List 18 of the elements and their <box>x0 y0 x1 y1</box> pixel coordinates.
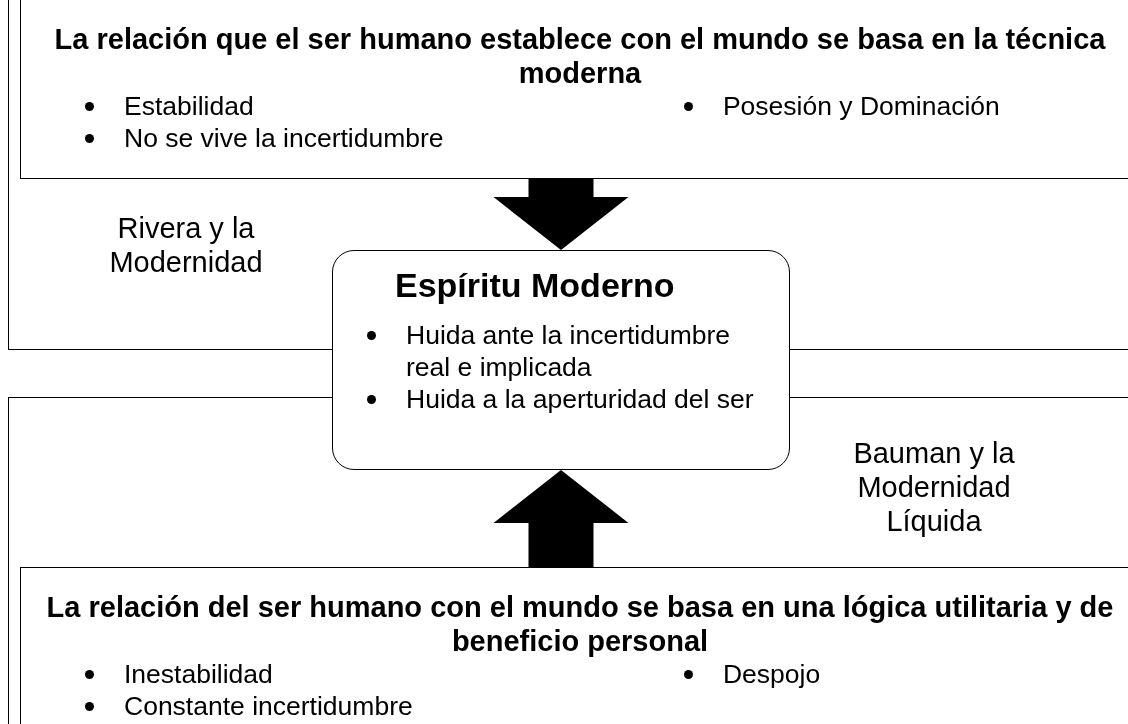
heading: Espíritu Moderno <box>395 265 676 305</box>
section-label: Bauman y la Modernidad Líquida <box>852 436 1016 538</box>
bullet-text: Estabilidad <box>124 91 254 121</box>
bullet-text: Inestabilidad <box>124 659 273 689</box>
heading: La relación del ser humano con el mundo se basa en una lógica utilitaria y de beneficio personal <box>45 590 1115 658</box>
text-box <box>20 567 1128 724</box>
rounded-box <box>332 250 790 470</box>
bullet-text: Constante incertidumbre <box>124 691 413 721</box>
bullet-text: Posesión y Dominación <box>722 91 1000 121</box>
bullet-text: Despojo <box>722 659 821 689</box>
block-arrow <box>493 470 629 567</box>
heading: La relación que el ser humano establece con el mundo se basa en la técnica moderna <box>53 22 1107 90</box>
section-label: Rivera y la Modernidad <box>108 211 264 279</box>
bullet-text: No se vive la incertidumbre <box>124 123 444 153</box>
bullet-text: Huida ante la incertidumbre real e implicada <box>406 320 731 382</box>
bullet-text: Huida a la aperturidad del ser <box>406 384 754 414</box>
text-box <box>20 0 1128 179</box>
block-arrow <box>493 179 629 250</box>
